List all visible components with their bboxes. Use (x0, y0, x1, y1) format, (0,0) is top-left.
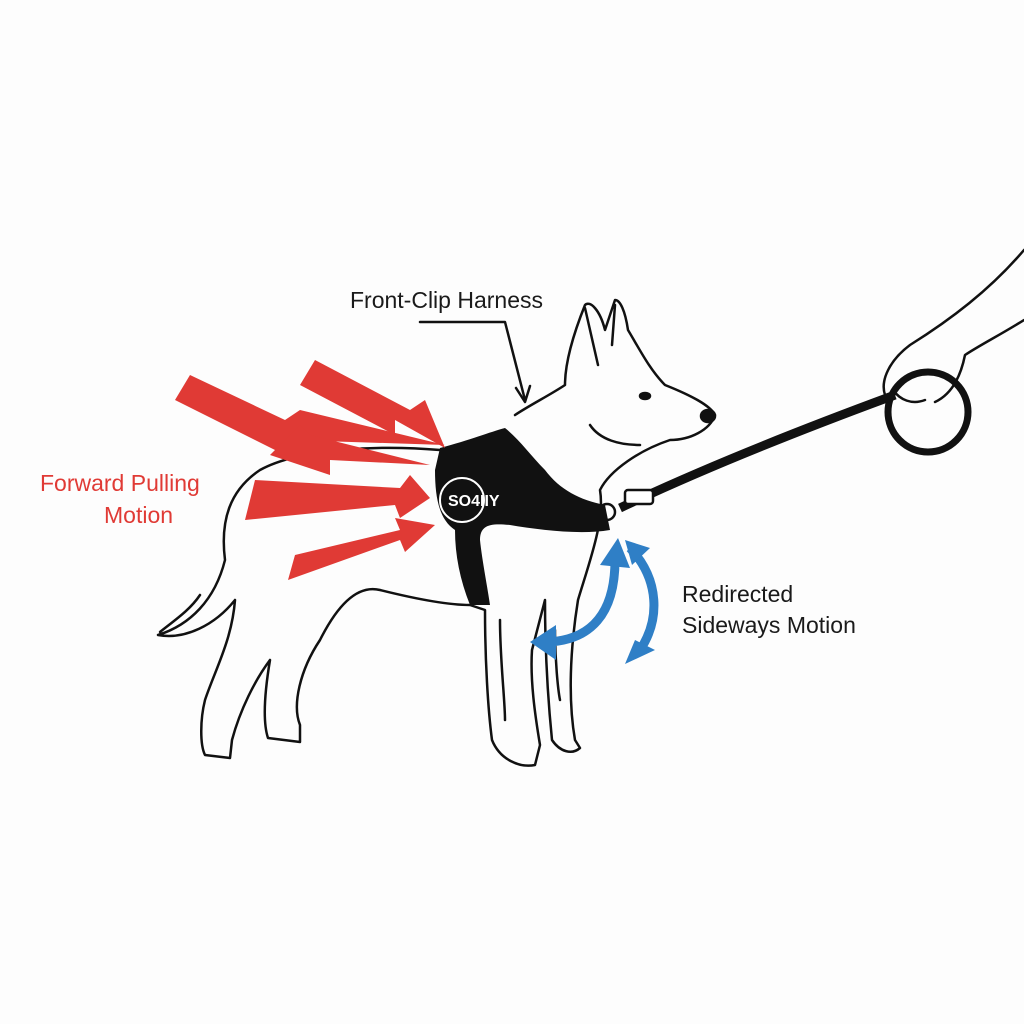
red-arrow (245, 475, 430, 520)
forward-label-line2: Motion (104, 502, 174, 528)
leash (618, 390, 897, 513)
forward-arrows (175, 360, 445, 580)
red-arrow (175, 375, 445, 455)
sideways-arrows (547, 544, 659, 653)
red-arrow (300, 360, 445, 448)
sideways-label-line1: Redirected (682, 581, 794, 607)
dog-outline (156, 298, 717, 767)
harness-label: Front-Clip Harness (350, 287, 543, 313)
blue-arrow (547, 559, 620, 647)
harness-logo: SO4IIY (448, 493, 500, 510)
sideways-label-line2: Sideways Motion (682, 612, 856, 638)
harness (435, 428, 610, 605)
red-arrow (288, 518, 435, 580)
red-arrow (270, 425, 430, 475)
forward-label-line1: Forward Pulling (40, 470, 200, 496)
harness-badge (439, 477, 485, 523)
